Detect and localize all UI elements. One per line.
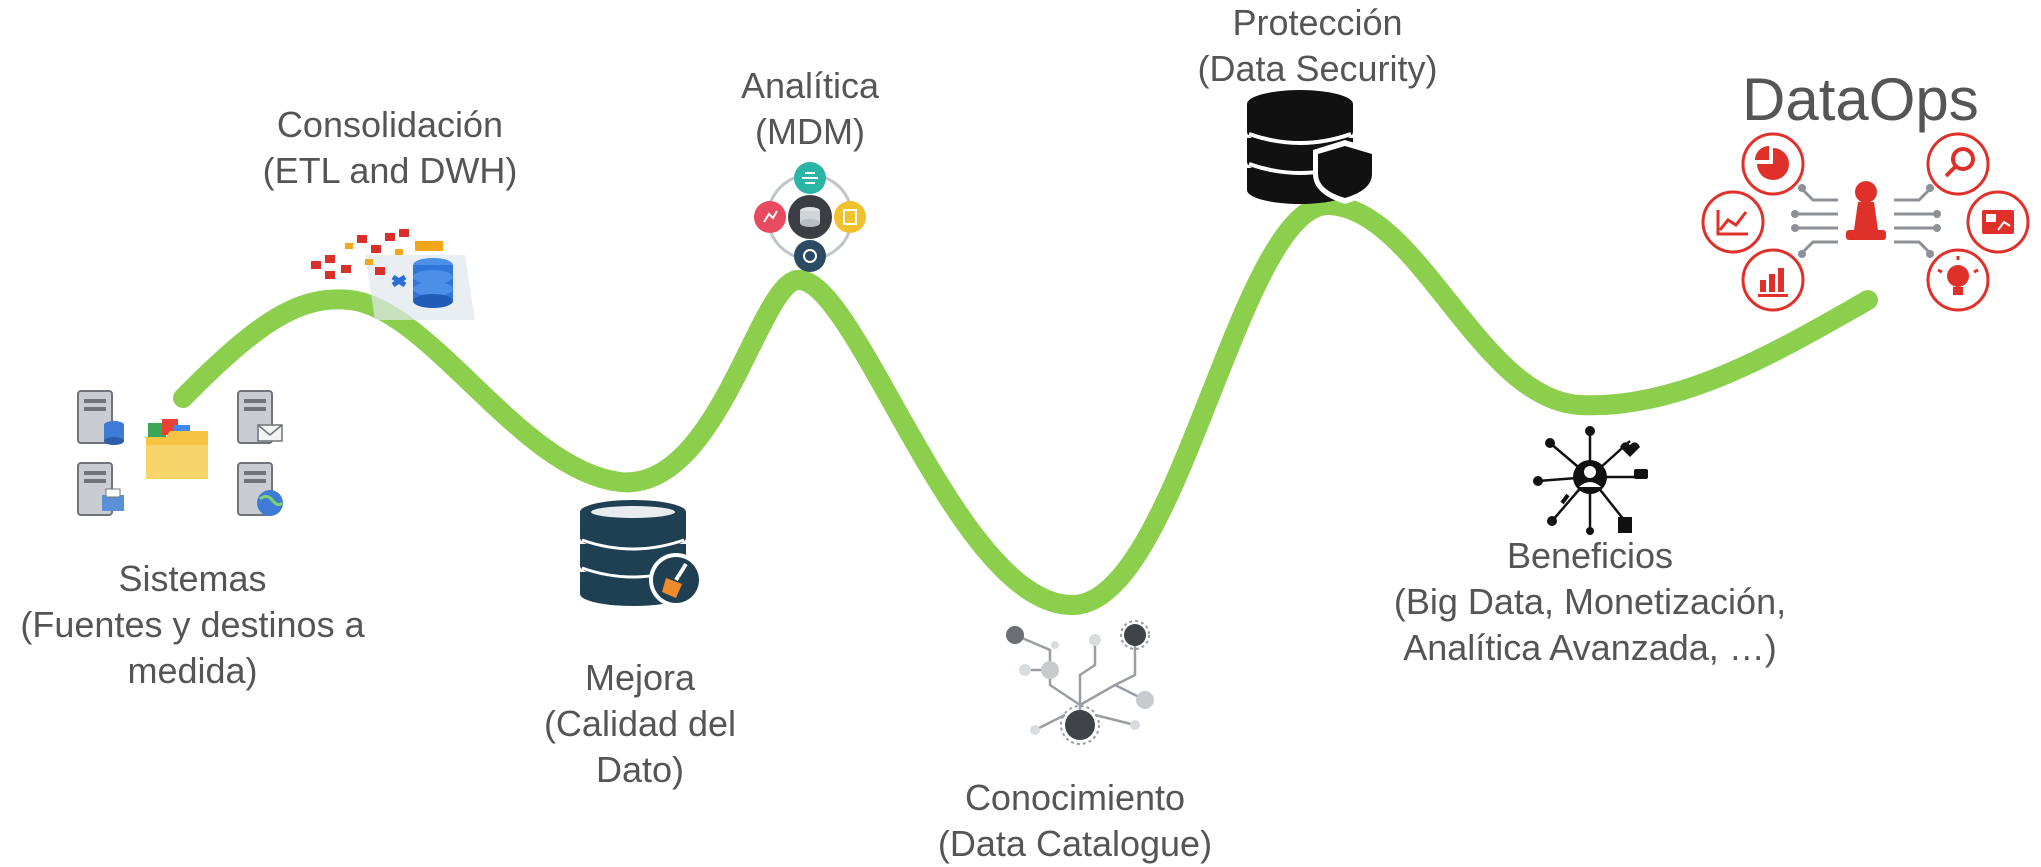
mdm-yellow-node: [834, 201, 866, 233]
pie-chart-icon: [1755, 146, 1789, 180]
label-mejora: Mejora (Calidad del Dato): [543, 657, 737, 790]
database-quality-icon: [580, 500, 703, 607]
server-print-icon: [77, 462, 124, 516]
circuit-lines-right-icon: [1894, 188, 1934, 254]
chess-pawn-icon: [1846, 181, 1886, 240]
systems-cluster-icon: [77, 390, 284, 516]
server-globe-icon: [237, 462, 284, 516]
line-chart-icon: [1716, 210, 1748, 236]
label-proteccion: Protección (Data Security): [1197, 2, 1438, 89]
folder-icon: [146, 419, 208, 479]
label-conocimiento: Conocimiento (Data Catalogue): [937, 777, 1213, 864]
magnifier-icon: [1944, 147, 1975, 178]
server-db-icon: [77, 390, 124, 445]
dataops-title: DataOps: [1742, 66, 1979, 133]
data-catalogue-icon: [1006, 620, 1154, 745]
data-security-icon: [1247, 90, 1377, 204]
mdm-red-node: [754, 201, 786, 233]
mdm-navy-node: [794, 240, 826, 272]
lightbulb-icon: [1937, 256, 1979, 295]
label-beneficios: Beneficios (Big Data, Monetización, Anal…: [1393, 535, 1787, 668]
label-consolidacion: Consolidación (ETL and DWH): [262, 104, 518, 191]
mdm-icon: [754, 162, 866, 272]
label-sistemas: Sistemas (Fuentes y destinos a medida): [20, 558, 365, 691]
server-mail-icon: [237, 390, 283, 444]
bar-chart-icon: [1758, 268, 1788, 297]
circuit-lines-left-icon: [1798, 188, 1838, 254]
label-analitica: Analítica (MDM): [740, 65, 880, 152]
report-icon: [1982, 210, 2014, 234]
journey-curve: [173, 194, 1878, 616]
big-data-benefits-icon: [1533, 426, 1648, 535]
dataops-cluster-icon: [1701, 132, 2030, 312]
etl-dwh-icon: [311, 229, 475, 320]
